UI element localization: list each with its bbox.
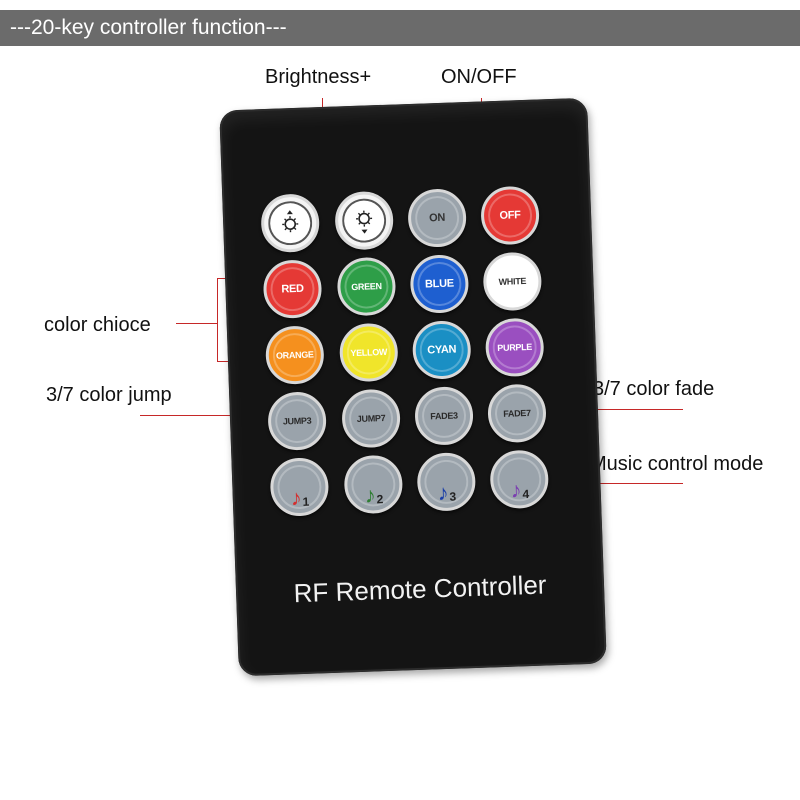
cyan-button-label: CYAN xyxy=(418,327,465,373)
brightness-up-button[interactable] xyxy=(260,193,321,254)
label-color-jump: 3/7 color jump xyxy=(46,384,172,406)
music-note-icon: ♪ xyxy=(437,479,449,506)
green-button-label: GREEN xyxy=(343,263,390,310)
cyan-button[interactable]: CYAN xyxy=(411,319,472,380)
jump7-button[interactable]: JUMP7 xyxy=(341,388,402,449)
brightness-down-icon xyxy=(341,197,387,244)
on-button-label: ON xyxy=(414,195,460,241)
label-music-mode: Music control mode xyxy=(590,453,764,475)
brightness-up-icon xyxy=(267,200,313,246)
rf-remote-controller: ON OFF RED GREEN BLUE WHITE ORANGE YELLO… xyxy=(219,97,607,677)
leader-line xyxy=(176,323,218,324)
jump3-button[interactable]: JUMP3 xyxy=(267,391,328,452)
white-button-label: WHITE xyxy=(489,258,536,305)
white-button[interactable]: WHITE xyxy=(482,251,543,312)
purple-button-label: PURPLE xyxy=(491,324,538,371)
remote-brand-text: RF Remote Controller xyxy=(293,569,547,609)
label-color-choice: color chioce xyxy=(44,314,151,336)
on-button[interactable]: ON xyxy=(407,188,468,249)
fade3-button-label: FADE3 xyxy=(421,393,467,439)
music-mode-3-label: 3 xyxy=(449,489,457,504)
music-mode-4-button[interactable]: ♪4 xyxy=(489,449,550,510)
off-button[interactable]: OFF xyxy=(480,185,541,246)
leader-line xyxy=(140,415,264,416)
music-mode-4-label: 4 xyxy=(522,487,530,502)
header-bar: ---20-key controller function--- xyxy=(0,10,800,46)
leader-line xyxy=(556,483,683,484)
brightness-down-button[interactable] xyxy=(334,190,395,251)
label-brightness: Brightness+ xyxy=(265,66,372,88)
orange-button[interactable]: ORANGE xyxy=(264,325,325,386)
label-color-fade: 3/7 color fade xyxy=(593,378,715,400)
fade7-button[interactable]: FADE7 xyxy=(486,383,547,444)
orange-button-label: ORANGE xyxy=(272,332,318,378)
header-title: ---20-key controller function--- xyxy=(10,16,287,39)
jump7-button-label: JUMP7 xyxy=(348,395,394,442)
jump3-button-label: JUMP3 xyxy=(274,398,320,444)
music-note-icon: ♪ xyxy=(364,482,376,508)
yellow-button-label: YELLOW xyxy=(346,329,392,376)
label-onoff: ON/OFF xyxy=(441,66,517,88)
blue-button-label: BLUE xyxy=(416,261,463,307)
leader-line xyxy=(217,278,218,362)
green-button[interactable]: GREEN xyxy=(336,256,397,317)
music-mode-1-button[interactable]: ♪1 xyxy=(269,457,330,518)
music-mode-2-button[interactable]: ♪2 xyxy=(343,454,404,515)
off-button-label: OFF xyxy=(487,192,533,239)
music-note-icon: ♪ xyxy=(510,477,522,503)
music-mode-3-button[interactable]: ♪3 xyxy=(416,451,477,512)
red-button[interactable]: RED xyxy=(262,259,323,320)
purple-button[interactable]: PURPLE xyxy=(484,317,545,378)
blue-button[interactable]: BLUE xyxy=(409,254,470,315)
music-note-icon: ♪ xyxy=(290,484,302,511)
fade3-button[interactable]: FADE3 xyxy=(414,385,475,446)
music-mode-2-label: 2 xyxy=(376,492,384,507)
fade7-button-label: FADE7 xyxy=(494,390,540,437)
red-button-label: RED xyxy=(269,266,316,312)
music-mode-1-label: 1 xyxy=(302,494,310,509)
yellow-button[interactable]: YELLOW xyxy=(338,322,399,383)
leader-line xyxy=(550,409,683,410)
